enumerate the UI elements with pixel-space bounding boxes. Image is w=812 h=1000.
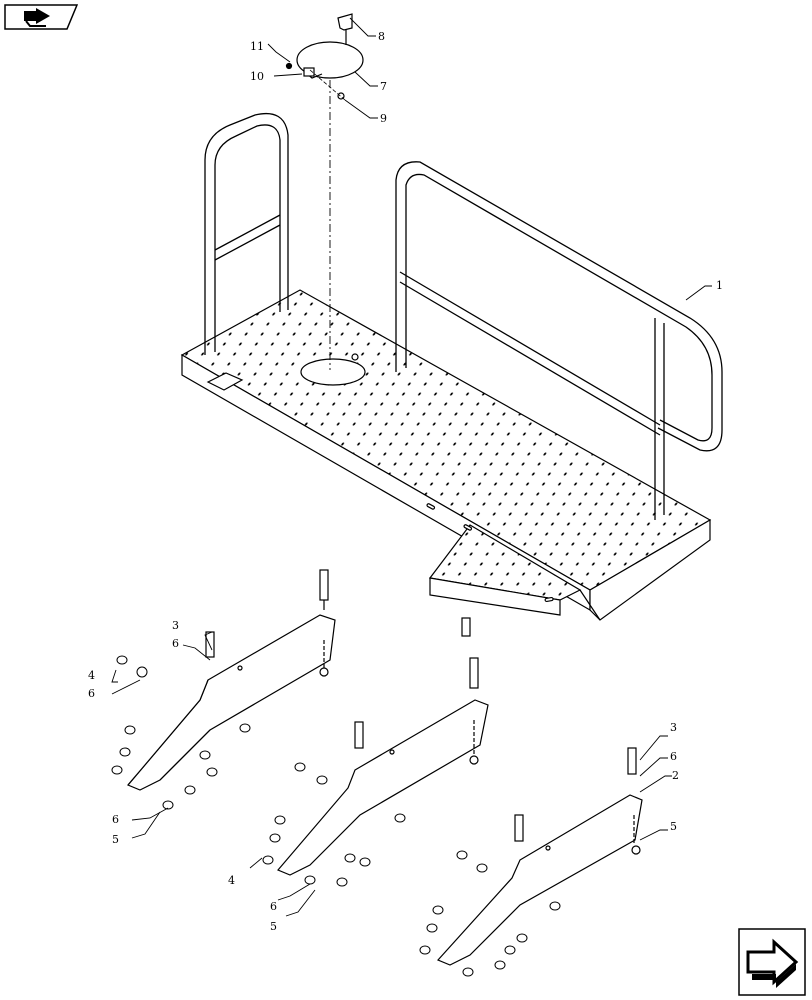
callout-4-middle: 4 — [228, 874, 235, 887]
callout-leaders — [111, 17, 712, 917]
callout-6-left-side: 6 — [88, 687, 95, 700]
bolt-set — [111, 655, 561, 977]
forward-button[interactable] — [738, 928, 806, 996]
callout-labels: 1 2 3 3 4 4 5 5 5 6 6 6 6 6 7 8 9 10 11 — [88, 30, 723, 933]
callout-10: 10 — [250, 70, 264, 83]
callout-3-right: 3 — [670, 721, 677, 734]
callout-4-left: 4 — [88, 669, 95, 682]
bracket-right — [436, 747, 643, 966]
back-arrow-icon — [4, 4, 78, 30]
callout-6-right: 6 — [670, 750, 677, 763]
callout-7: 7 — [380, 80, 387, 93]
handrail-right — [395, 161, 723, 520]
callout-5-middle: 5 — [270, 920, 277, 933]
callout-3-left: 3 — [172, 619, 179, 632]
bracket-left — [127, 569, 336, 791]
bracket-middle — [277, 657, 489, 876]
cover-knob — [337, 13, 353, 31]
forward-arrow-icon — [738, 928, 806, 996]
callout-5-right: 5 — [670, 820, 677, 833]
callout-11: 11 — [250, 40, 264, 53]
callout-6-middle-bottom: 6 — [270, 900, 277, 913]
callout-6-left-top: 6 — [172, 637, 179, 650]
callout-5-left: 5 — [112, 833, 119, 846]
platform-assembly — [180, 289, 712, 637]
callout-9: 9 — [380, 112, 387, 125]
back-button[interactable] — [4, 4, 78, 30]
callout-8: 8 — [378, 30, 385, 43]
hatch-opening — [300, 358, 366, 386]
cover-assembly — [285, 13, 364, 370]
corner-plate — [206, 372, 244, 391]
handrail-left — [204, 112, 289, 355]
callout-6-left-bottom: 6 — [112, 813, 119, 826]
platform-end-face — [589, 518, 711, 621]
callout-2: 2 — [672, 769, 679, 782]
callout-1: 1 — [716, 279, 723, 292]
